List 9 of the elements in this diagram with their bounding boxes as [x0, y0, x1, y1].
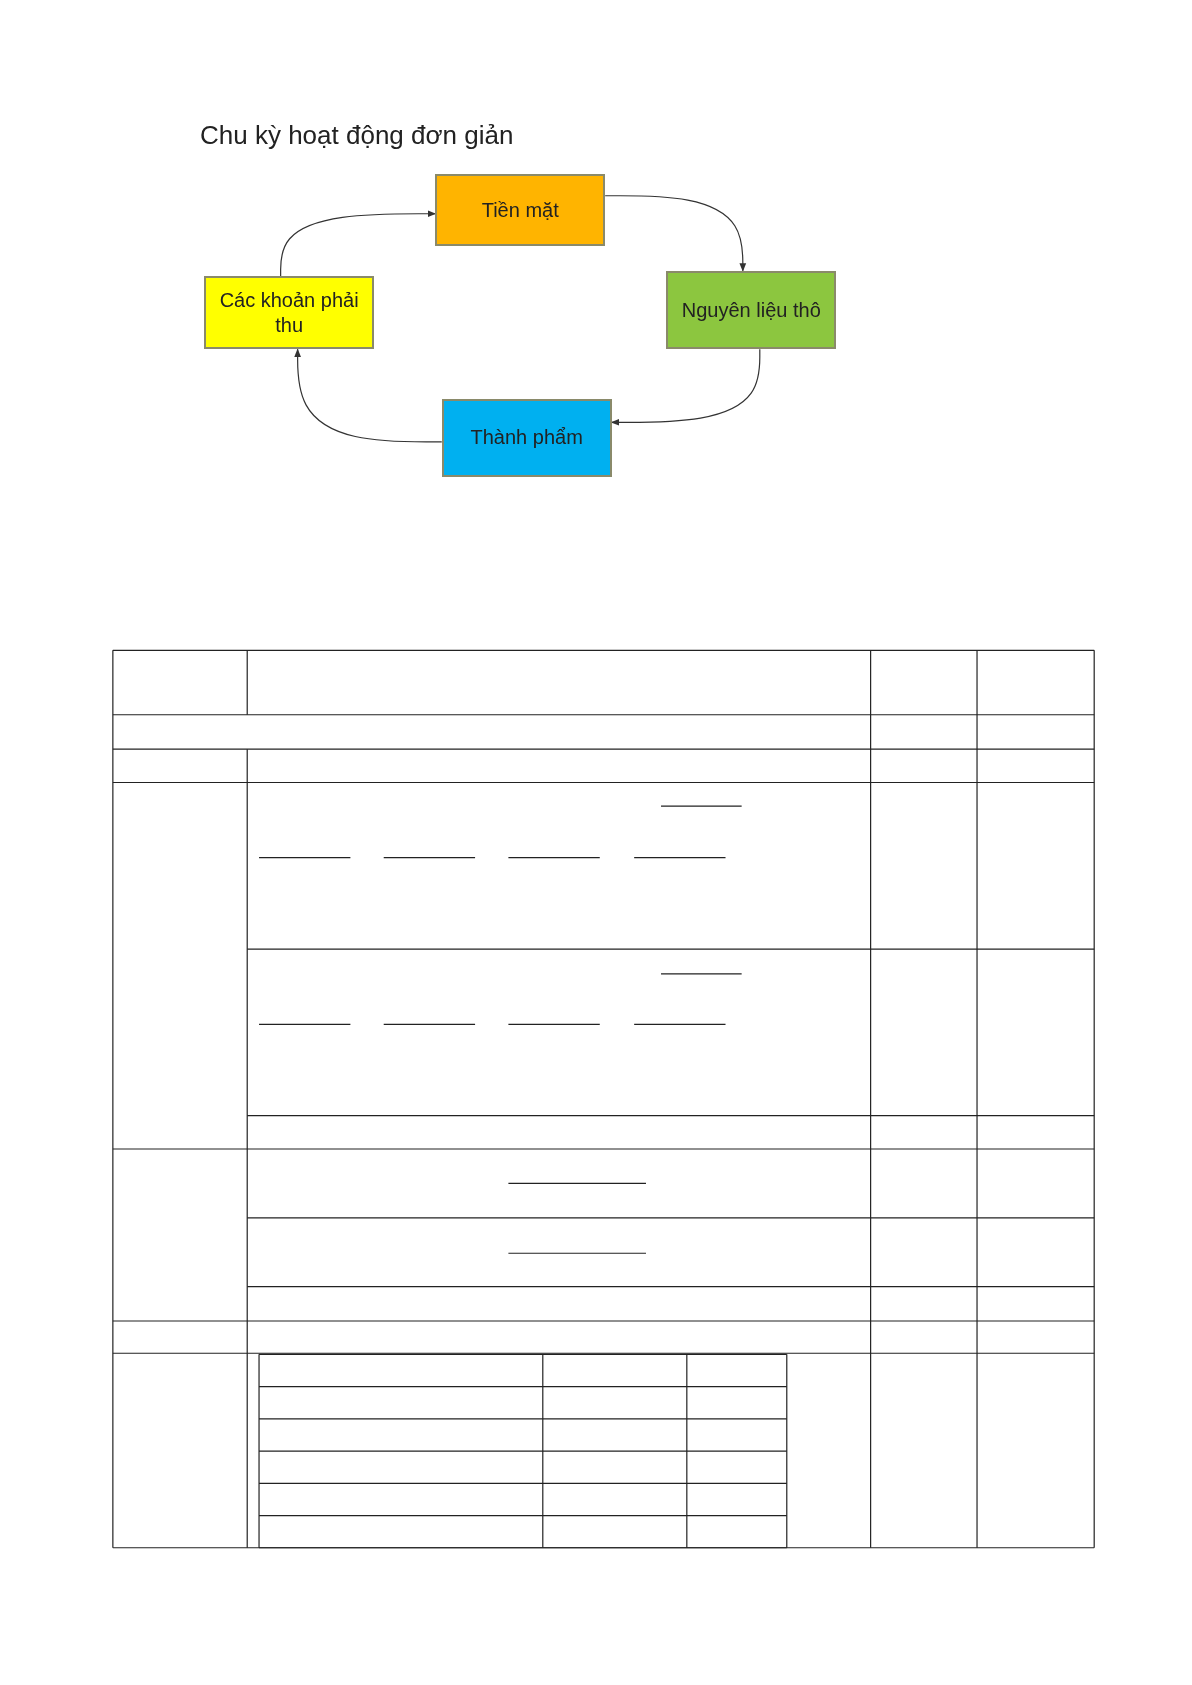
process-box: Nguyên liệu thô	[666, 270, 837, 350]
diagram-title: Chu kỳ hoạt động đơn giản	[200, 120, 514, 151]
curved-arrow	[280, 210, 437, 277]
curved-arrow	[294, 348, 443, 443]
process-box: Tiền mặt	[435, 174, 606, 247]
curved-arrow	[604, 195, 747, 272]
curved-arrow	[610, 348, 761, 426]
process-box: Các khoản phải thu	[204, 276, 375, 350]
process-box: Thành phẩm	[441, 398, 612, 478]
